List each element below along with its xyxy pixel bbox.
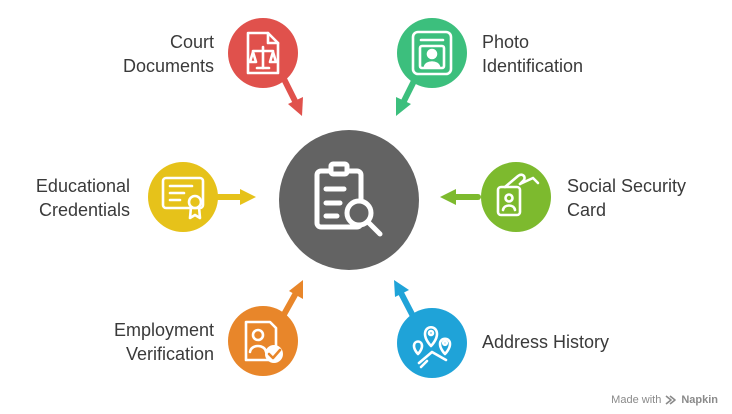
map-location-pins-icon [412, 325, 452, 369]
watermark-brand: Napkin [681, 394, 718, 406]
label-photo-identification: Photo Identification [482, 32, 584, 76]
certificate-icon [161, 176, 205, 220]
node-educational-credentials [148, 162, 256, 232]
label-educational-credentials: Educational Credentials [35, 176, 130, 220]
label-social-security-card: Social Security Card [567, 176, 687, 220]
node-social-security-card [440, 162, 551, 232]
label-court-documents: Court Documents [122, 32, 214, 76]
center-hub [279, 130, 419, 270]
id-card-hand-icon [496, 173, 540, 217]
photo-id-card-icon [411, 30, 453, 76]
node-photo-identification [396, 18, 467, 116]
verified-profile-icon [244, 320, 283, 363]
node-employment-verification [228, 280, 303, 376]
node-address-history [394, 280, 467, 378]
label-address-history: Address History [482, 332, 610, 352]
node-court-documents [228, 18, 303, 116]
clipboard-search-icon [314, 161, 383, 237]
legal-document-scales-icon [246, 31, 280, 75]
watermark-prefix: Made with [611, 394, 662, 406]
napkin-logo-icon [665, 395, 677, 405]
label-employment-verification: Employment Verification [113, 320, 214, 364]
watermark: Made with Napkin [611, 394, 718, 406]
